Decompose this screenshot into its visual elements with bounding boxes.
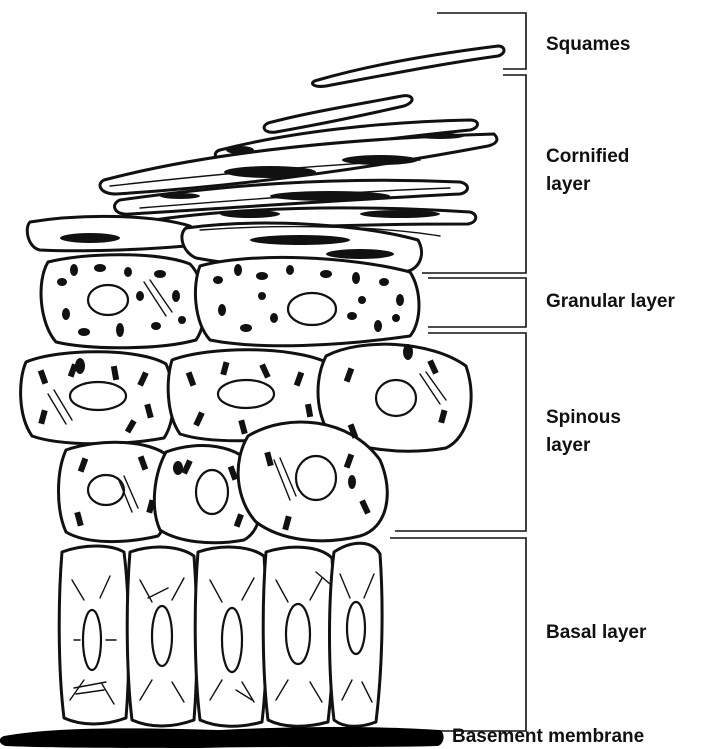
label-spinous-line1: Spinous bbox=[546, 407, 621, 428]
basal-cells bbox=[59, 543, 382, 726]
basal-bracket bbox=[390, 538, 526, 731]
cornified-cells bbox=[27, 120, 497, 272]
basement-membrane-line bbox=[0, 727, 444, 748]
granular-cells bbox=[41, 255, 419, 348]
label-basement-membrane: Basement membrane bbox=[452, 726, 644, 747]
label-squames: Squames bbox=[546, 34, 630, 55]
label-basal: Basal layer bbox=[546, 622, 647, 643]
granular-bracket bbox=[428, 278, 526, 327]
label-spinous-line2: layer bbox=[546, 435, 591, 456]
label-cornified-line2: layer bbox=[546, 174, 591, 195]
cornified-bracket bbox=[422, 75, 526, 273]
spinous-cells bbox=[21, 344, 472, 543]
label-granular: Granular layer bbox=[546, 291, 675, 312]
label-cornified-line1: Cornified bbox=[546, 146, 629, 167]
